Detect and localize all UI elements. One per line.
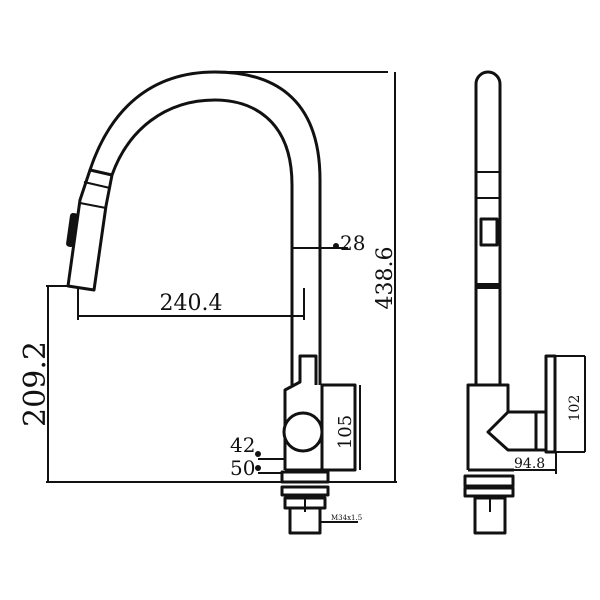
side-head-outlet	[476, 283, 500, 289]
side-view: 102 94.8	[463, 70, 586, 535]
side-mount-washer	[463, 486, 515, 498]
base-42-dot	[255, 451, 261, 457]
spray-button	[66, 212, 78, 248]
side-94-label: 94.8	[514, 456, 545, 472]
spout-inner-outline	[110, 98, 294, 385]
spray-head-band	[79, 202, 107, 209]
spout-height-dim-label: 209.2	[18, 341, 53, 427]
side-lever-cap	[536, 410, 546, 452]
height-total-label: 438.6	[373, 247, 398, 310]
handle-knob	[282, 411, 324, 453]
pipe-diameter-label: 28	[340, 231, 365, 255]
shank	[288, 506, 322, 535]
spout-outer-outline	[88, 70, 322, 385]
mount-washer	[280, 485, 330, 497]
thread-label: M34x1.5	[331, 514, 362, 522]
base-50-dot	[255, 465, 261, 471]
reach-dim-label: 240.4	[160, 291, 223, 316]
spray-head	[66, 168, 114, 292]
side-base-ring	[463, 474, 515, 488]
side-102-label: 102	[567, 395, 583, 422]
base-42-label: 42	[230, 433, 255, 457]
base-50-label: 50	[230, 456, 255, 480]
side-lever	[544, 354, 557, 454]
body-left-wall	[283, 354, 318, 470]
side-spray-button	[479, 217, 499, 247]
body-height-label: 105	[335, 415, 356, 449]
pipe-diameter-dot	[333, 243, 339, 249]
side-shank	[473, 496, 507, 535]
base-ring	[280, 470, 330, 484]
side-spout-tube	[474, 70, 502, 385]
spray-head-band	[83, 181, 111, 189]
front-view: 240.4 209.2 28 105 42 50 M34x1.5	[18, 70, 398, 535]
